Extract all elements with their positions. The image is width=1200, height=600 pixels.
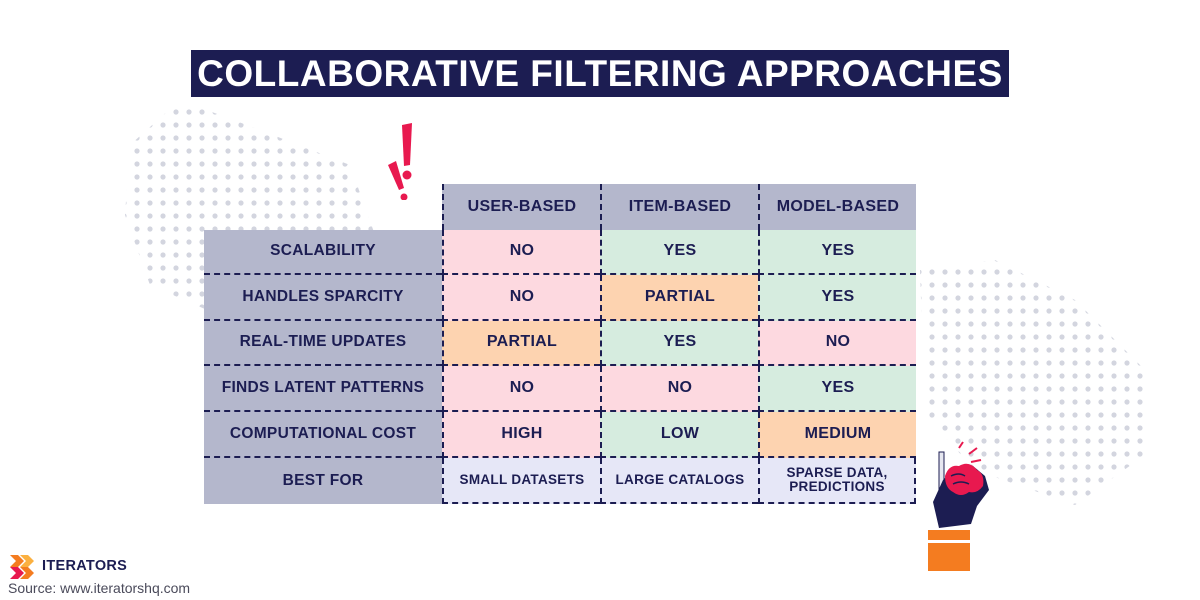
table-cell: PARTIAL (442, 321, 600, 366)
row-label-best-for: BEST FOR (204, 458, 442, 504)
table-cell: YES (758, 366, 916, 412)
comparison-table: USER-BASED ITEM-BASED MODEL-BASED SCALAB… (204, 184, 916, 504)
col-header-user-based: USER-BASED (442, 184, 600, 230)
table-cell: YES (758, 230, 916, 275)
table-corner (204, 184, 442, 230)
table-cell: SMALL DATASETS (442, 458, 600, 504)
table-cell: SPARSE DATA, PREDICTIONS (758, 458, 916, 504)
source-credit: Source: www.iteratorshq.com (8, 580, 191, 596)
brand-name: ITERATORS (42, 558, 128, 574)
row-label-computational-cost: COMPUTATIONAL COST (204, 412, 442, 458)
table-cell: LARGE CATALOGS (600, 458, 758, 504)
brand-logo[interactable]: ITERATORS (8, 553, 127, 579)
exclamation-marks-icon (388, 123, 412, 200)
table-cell: NO (442, 366, 600, 412)
table-cell: YES (600, 321, 758, 366)
row-label-handles-sparcity: HANDLES SPARCITY (204, 275, 442, 321)
dot-pattern-right (920, 260, 1150, 505)
col-header-item-based: ITEM-BASED (600, 184, 758, 230)
table-cell: LOW (600, 412, 758, 458)
table-cell: YES (758, 275, 916, 321)
hand-holding-sign-icon (928, 441, 989, 571)
row-label-finds-latent-patterns: FINDS LATENT PATTERNS (204, 366, 442, 412)
table-cell: NO (600, 366, 758, 412)
table-cell: NO (758, 321, 916, 366)
page-title: COLLABORATIVE FILTERING APPROACHES (191, 50, 1009, 97)
row-label-real-time-updates: REAL-TIME UPDATES (204, 321, 442, 366)
row-label-scalability: SCALABILITY (204, 230, 442, 275)
table-cell: YES (600, 230, 758, 275)
table-cell: NO (442, 275, 600, 321)
table-cell: PARTIAL (600, 275, 758, 321)
col-header-model-based: MODEL-BASED (758, 184, 916, 230)
table-cell: MEDIUM (758, 412, 916, 458)
iterators-logo-icon (10, 555, 34, 579)
table-cell: NO (442, 230, 600, 275)
table-cell: HIGH (442, 412, 600, 458)
